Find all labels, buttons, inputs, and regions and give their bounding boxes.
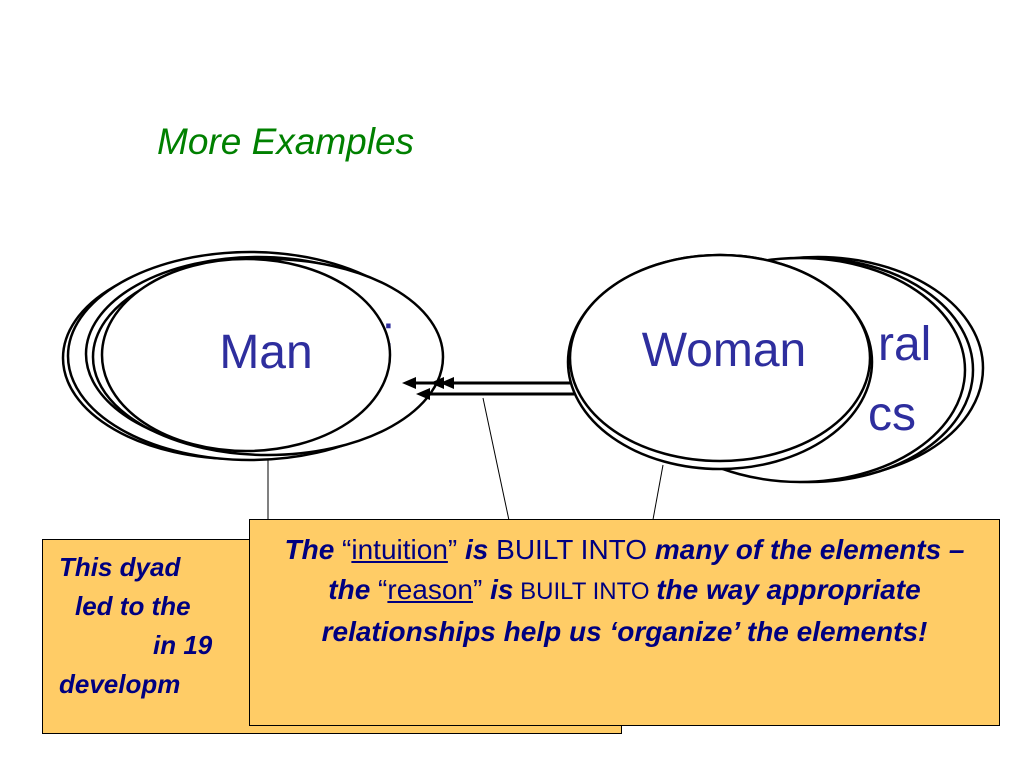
ellipse-man [100, 257, 392, 453]
front-box-text: the way appropriate relationships help u… [321, 574, 928, 647]
front-box-text: “ [334, 534, 352, 565]
back-box-line-2: led to the [75, 591, 191, 621]
arrowhead-left-2 [430, 377, 444, 389]
front-box-text: ” [447, 534, 465, 565]
back-box-line-1: This dyad [59, 552, 181, 582]
connector-line-arrow [482, 397, 511, 526]
ellipse-woman [568, 253, 872, 463]
reason-word: reason [387, 574, 474, 605]
front-box-text: is [465, 534, 489, 565]
connector-line-woman [651, 464, 664, 526]
arrowhead-left-1 [402, 377, 416, 389]
right-back-fragment-bottom: cs [868, 388, 916, 441]
back-box-line-3: in 19 [153, 630, 213, 660]
woman-label: Woman [642, 324, 807, 377]
arrowhead-left-3 [440, 377, 454, 389]
man-ellipse-stack: : Man [61, 250, 445, 462]
front-box-text: BUILT INTO [513, 578, 657, 605]
front-box-text: “ [370, 574, 388, 605]
front-box-text: BUILT INTO [488, 534, 655, 565]
front-box-text: is [490, 574, 514, 605]
front-box-text: The [284, 534, 335, 565]
back-box-line-4: developm [59, 669, 181, 699]
front-box-text: many of the elements – the [328, 534, 965, 605]
intuition-word: intuition [351, 534, 448, 565]
front-text-box: The “intuition” is BUILT INTO many of th… [249, 519, 1000, 726]
arrowhead-left-4 [416, 388, 430, 400]
right-back-fragment-top: ral [878, 318, 931, 371]
double-arrow [402, 377, 588, 400]
slide-title: More Examples [157, 121, 415, 162]
man-label: Man [219, 326, 312, 379]
woman-ellipse-stack: ral cs Woman [566, 253, 985, 484]
front-box-text: ” [473, 574, 491, 605]
